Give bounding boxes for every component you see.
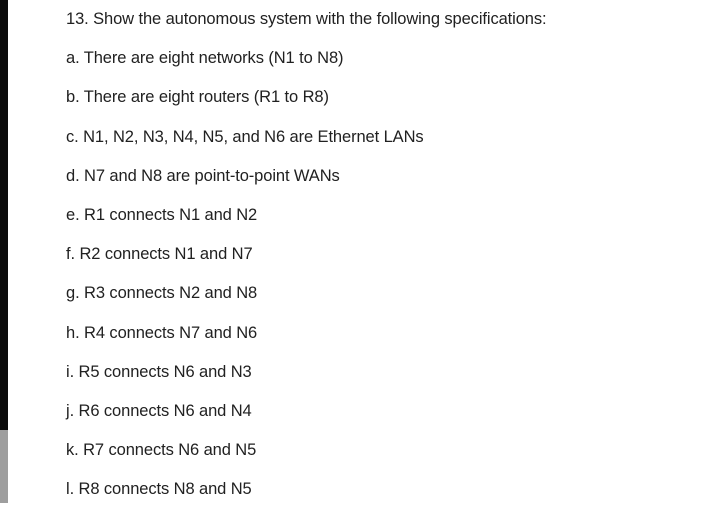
spec-line-c: c. N1, N2, N3, N4, N5, and N6 are Ethern… (66, 127, 424, 146)
left-edge-scrollbar (0, 0, 8, 503)
spec-line-b: b. There are eight routers (R1 to R8) (66, 88, 329, 107)
spec-line-j: j. R6 connects N6 and N4 (66, 402, 252, 421)
scrollbar-thumb[interactable] (0, 0, 8, 430)
spec-line-l: l. R8 connects N8 and N5 (66, 480, 252, 499)
spec-line-f: f. R2 connects N1 and N7 (66, 245, 253, 264)
spec-line-h: h. R4 connects N7 and N6 (66, 323, 258, 342)
spec-line-d: d. N7 and N8 are point-to-point WANs (66, 166, 340, 185)
spec-line-a: a. There are eight networks (N1 to N8) (66, 49, 344, 68)
question-heading: 13. Show the autonomous system with the … (66, 10, 547, 28)
spec-line-i: i. R5 connects N6 and N3 (66, 362, 252, 381)
spec-line-g: g. R3 connects N2 and N8 (66, 284, 258, 303)
spec-line-e: e. R1 connects N1 and N2 (66, 206, 258, 225)
spec-line-k: k. R7 connects N6 and N5 (66, 441, 257, 460)
scrollbar-track[interactable] (0, 430, 8, 503)
question-block: 13. Show the autonomous system with the … (66, 0, 715, 510)
